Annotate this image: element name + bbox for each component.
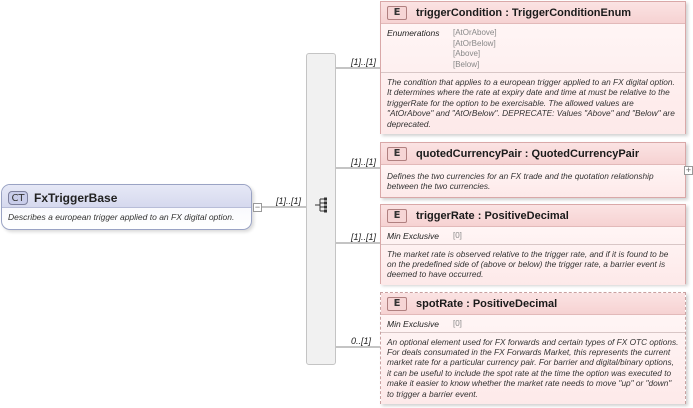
complex-type-box[interactable]: CT FxTriggerBase Describes a european tr… xyxy=(1,184,252,230)
element-body: Min Exclusive [0] The market rate is obs… xyxy=(381,227,685,285)
facet-label: Min Exclusive xyxy=(387,319,439,329)
element-header: E spotRate : PositiveDecimal xyxy=(381,293,685,315)
facet-row: Min Exclusive [0] xyxy=(381,227,685,245)
element-badge: E xyxy=(387,208,407,223)
facet-value: [AtOrAbove] xyxy=(453,28,497,37)
element-badge: E xyxy=(387,296,407,311)
element-badge: E xyxy=(387,5,407,20)
element-quoted-currency-pair[interactable]: E quotedCurrencyPair : QuotedCurrencyPai… xyxy=(380,142,686,198)
facet-label: Enumerations xyxy=(387,28,440,38)
facet-value: [0] xyxy=(453,319,462,328)
facet-value: [Below] xyxy=(453,59,480,69)
facet-row: Enumerations [AtOrAbove] [AtOrBelow] [Ab… xyxy=(381,24,685,73)
complex-type-badge: CT xyxy=(8,191,28,205)
element-body: Defines the two currencies for an FX tra… xyxy=(381,165,685,197)
element-header: E triggerCondition : TriggerConditionEnu… xyxy=(381,2,685,24)
facet-row: Min Exclusive [0] xyxy=(381,315,685,333)
element-description: The condition that applies to a european… xyxy=(387,77,675,129)
complex-type-description: Describes a european trigger applied to … xyxy=(8,212,235,222)
element-multiplicity: [1]..[1] xyxy=(351,57,377,67)
element-description: The market rate is observed relative to … xyxy=(387,248,669,280)
element-trigger-rate[interactable]: E triggerRate : PositiveDecimal Min Excl… xyxy=(380,204,686,285)
facet-value: [Above] xyxy=(453,49,481,58)
element-badge: E xyxy=(387,146,407,161)
facet-values: [0] xyxy=(453,319,462,330)
element-multiplicity: [1]..[1] xyxy=(351,157,377,167)
complex-type-name: FxTriggerBase xyxy=(34,191,118,205)
facet-values: [AtOrAbove] [AtOrBelow] [Above] [Below] xyxy=(453,28,497,70)
element-header: E quotedCurrencyPair : QuotedCurrencyPai… xyxy=(381,143,685,165)
element-description: Defines the two currencies for an FX tra… xyxy=(387,171,654,192)
element-header: E triggerRate : PositiveDecimal xyxy=(381,205,685,227)
collapse-toggle-icon[interactable]: − xyxy=(253,202,262,212)
element-title: quotedCurrencyPair : QuotedCurrencyPair xyxy=(416,147,640,160)
element-body: Min Exclusive [0] An optional element us… xyxy=(381,315,685,404)
element-multiplicity: 0..[1] xyxy=(351,336,372,346)
element-body: Enumerations [AtOrAbove] [AtOrBelow] [Ab… xyxy=(381,24,685,135)
element-title: triggerCondition : TriggerConditionEnum xyxy=(416,6,632,19)
complex-type-header: CT FxTriggerBase xyxy=(2,185,251,208)
facet-values: [0] xyxy=(453,231,462,242)
sequence-icon xyxy=(315,197,327,213)
element-title: spotRate : PositiveDecimal xyxy=(416,297,558,310)
sequence-multiplicity: [1]..[1] xyxy=(276,196,302,206)
element-trigger-condition[interactable]: E triggerCondition : TriggerConditionEnu… xyxy=(380,1,686,135)
facet-label: Min Exclusive xyxy=(387,231,439,241)
element-description: An optional element used for FX forwards… xyxy=(387,336,679,399)
element-multiplicity: [1]..[1] xyxy=(351,232,377,242)
sequence-compositor[interactable] xyxy=(306,53,336,365)
expand-toggle-icon[interactable]: + xyxy=(684,165,693,175)
element-spot-rate[interactable]: E spotRate : PositiveDecimal Min Exclusi… xyxy=(380,292,686,404)
element-title: triggerRate : PositiveDecimal xyxy=(416,209,569,222)
facet-value: [AtOrBelow] xyxy=(453,38,496,48)
facet-value: [0] xyxy=(453,231,462,240)
